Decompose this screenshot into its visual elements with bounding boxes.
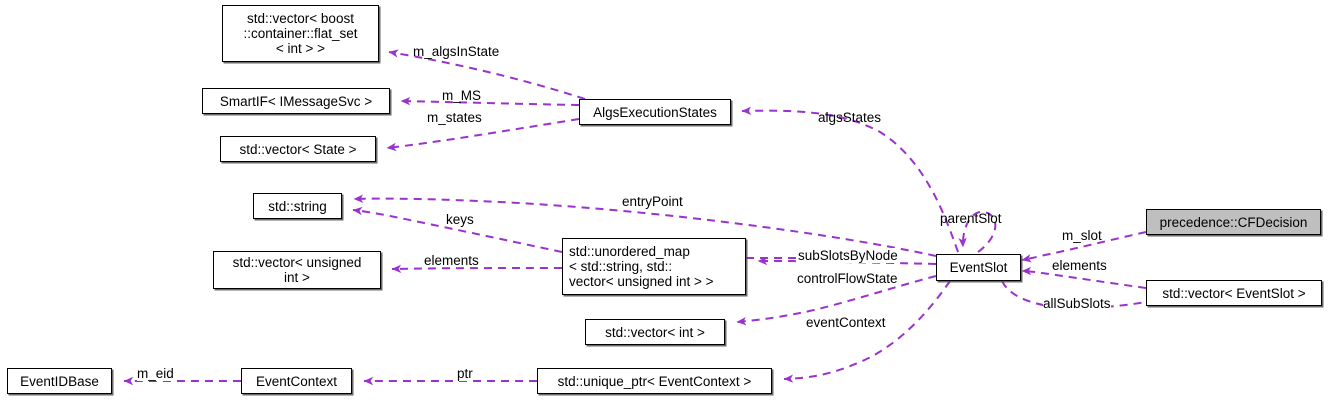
node-precedence-cfdecision[interactable]: precedence::CFDecision xyxy=(1146,209,1321,235)
edge-algsstates-to-vecstate xyxy=(386,118,580,152)
edge-eventslot-to-vecint xyxy=(736,275,937,326)
edge-label-subslotsbynode: subSlotsByNode xyxy=(798,248,898,263)
node-std-unique-ptr-event-context[interactable]: std::unique_ptr< EventContext > xyxy=(537,368,772,394)
edge-label-m-ms: m_MS xyxy=(442,88,482,103)
node-algs-execution-states[interactable]: AlgsExecutionStates xyxy=(579,99,731,125)
edge-cfdecision-to-eventslot xyxy=(1021,231,1147,263)
edge-algsstates-to-smartif xyxy=(400,96,580,106)
edge-label-entrypoint: entryPoint xyxy=(622,194,683,209)
edge-label-m-slot: m_slot xyxy=(1062,228,1102,243)
node-std-unordered-map[interactable]: std::unordered_map < std::string, std:: … xyxy=(562,238,746,295)
edge-eventslot-to-veceventslot xyxy=(1001,280,1187,310)
edge-label-m-eid: m_eid xyxy=(137,366,174,381)
edge-veceventslot-to-eventslot xyxy=(1021,266,1147,289)
node-std-string[interactable]: std::string xyxy=(253,193,342,219)
node-std-vector-flat-set[interactable]: std::vector< boost ::container::flat_set… xyxy=(222,5,379,62)
edge-label-controlflowstate: controlFlowState xyxy=(797,271,898,286)
edge-label-parentslot: parentSlot xyxy=(940,211,1002,226)
edge-label-elements-slot: elements xyxy=(1052,258,1107,273)
edge-algsstates-to-vecflatset xyxy=(388,49,586,100)
edge-label-algsstates: algsStates xyxy=(818,110,882,125)
edge-label-allsubslots: allSubSlots xyxy=(1043,296,1111,311)
node-smartif-imessagesvc[interactable]: SmartIF< IMessageSvc > xyxy=(202,88,390,114)
edge-label-ptr: ptr xyxy=(457,366,473,381)
node-event-slot[interactable]: EventSlot xyxy=(936,254,1021,281)
node-event-context[interactable]: EventContext xyxy=(241,368,352,394)
node-std-vector-int[interactable]: std::vector< int > xyxy=(585,319,725,345)
node-std-vector-event-slot[interactable]: std::vector< EventSlot > xyxy=(1146,280,1322,306)
node-std-vector-state[interactable]: std::vector< State > xyxy=(220,136,376,162)
edge-label-elements-map: elements xyxy=(424,253,479,268)
node-event-id-base[interactable]: EventIDBase xyxy=(7,368,112,394)
edge-eventslot-to-stdstring xyxy=(353,194,937,257)
edge-eventslot-self-parentslot xyxy=(958,210,997,253)
edge-label-keys: keys xyxy=(446,212,474,227)
edge-map-to-stdstring xyxy=(352,206,563,253)
node-std-vector-unsigned-int[interactable]: std::vector< unsigned int > xyxy=(213,251,381,289)
edge-eventslot-to-algsstates xyxy=(741,106,959,253)
edge-map-to-vecunsigned xyxy=(391,264,563,274)
edge-label-m-algsinstate: m_algsInState xyxy=(413,44,500,59)
edge-label-eventcontext: eventContext xyxy=(806,315,886,330)
edge-eventslot-to-uniqueptr xyxy=(783,280,951,383)
edge-label-m-states: m_states xyxy=(427,110,482,125)
